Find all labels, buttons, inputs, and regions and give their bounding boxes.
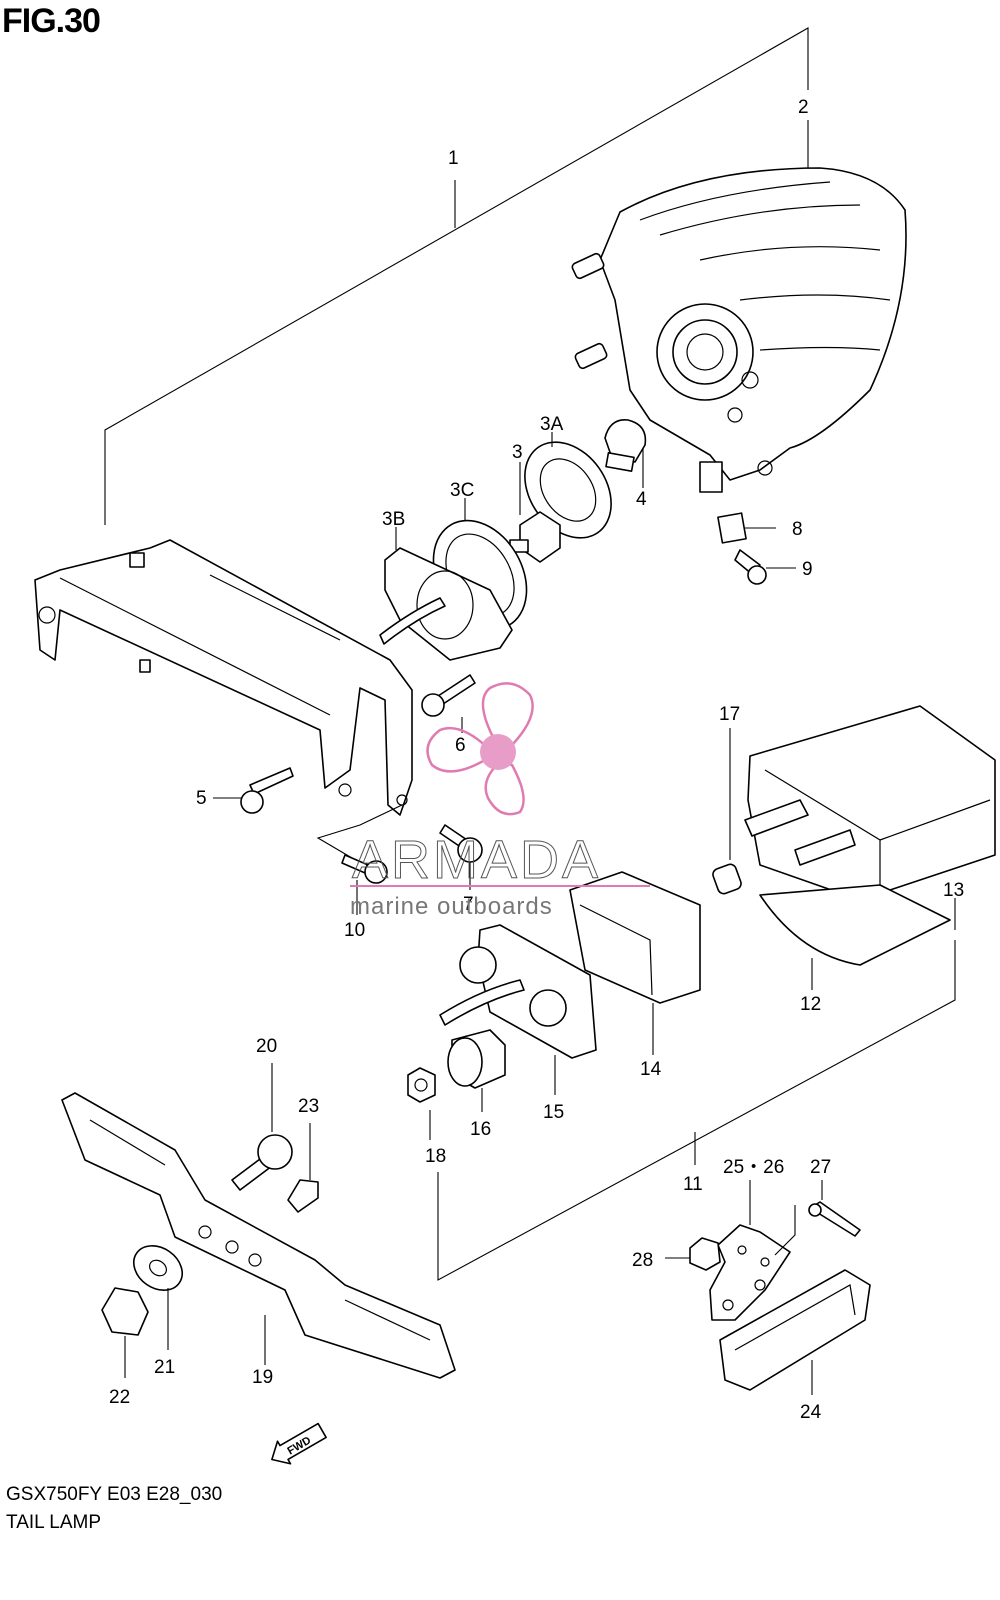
speed-nut-8 [717,512,776,544]
callout-3c: 3C [450,480,474,501]
callout-10: 10 [344,920,365,941]
callout-1: 1 [448,148,459,169]
license-bracket-19 [61,1092,456,1379]
watermark-tagline: marine outboards [350,893,553,920]
watermark-brand: ARMADA [352,830,601,890]
rivet-27 [774,1180,861,1256]
screw-6 [421,674,476,733]
callout-13: 13 [943,880,964,901]
screw-5 [213,767,294,814]
callout-15: 15 [543,1102,564,1123]
callout-16: 16 [470,1119,491,1140]
reflector-bracket-25-26 [709,1180,791,1321]
watermark: ARMADA marine outboards [350,682,650,920]
figure-title: FIG.30 [2,2,101,40]
lens-shade-12 [759,884,951,990]
callout-12: 12 [800,994,821,1015]
callout-20: 20 [256,1036,277,1057]
callout-5: 5 [196,788,207,809]
callout-23: 23 [298,1096,319,1117]
callout-14: 14 [640,1059,662,1080]
group-bracket-11 [437,898,956,1281]
socket-gasket-3a [524,432,612,539]
callout-3: 3 [512,442,523,463]
fwd-label: FWD [285,1434,313,1457]
bolt-20 [231,1063,293,1191]
main-bracket [34,539,413,816]
callout-3b: 3B [382,509,405,530]
callout-6: 6 [455,735,466,756]
collar-16 [447,1029,506,1112]
washer-21 [133,1245,183,1350]
callout-9: 9 [802,559,813,580]
screw-9 [734,549,796,585]
callout-2: 2 [798,97,809,118]
callout-28: 28 [632,1250,653,1271]
callout-3a: 3A [540,414,564,435]
nut-28 [665,1237,721,1271]
tail-lamp-housing [571,167,907,493]
callout-8: 8 [792,519,803,540]
bulb-17 [712,728,742,895]
callout-7: 7 [463,894,474,915]
callout-11: 11 [683,1174,703,1195]
callout-4: 4 [636,489,647,510]
callout-22: 22 [109,1387,130,1408]
callout-27: 27 [810,1157,831,1178]
model-code: GSX750FY E03 E28_030 [6,1484,223,1505]
nut-22 [101,1287,149,1378]
callout-17: 17 [719,704,740,725]
callout-18: 18 [425,1146,446,1167]
gasket-plate-3b [379,527,513,661]
reflector-24 [719,1269,871,1395]
group-bracket-1 [104,27,809,525]
license-lamp-cover-13 [744,705,996,901]
propeller-logo-icon [426,682,534,816]
part-group-name: TAIL LAMP [6,1512,102,1533]
callout-25-26: 25・26 [723,1157,784,1178]
fwd-arrow-icon: FWD [271,1422,327,1465]
callout-21: 21 [154,1357,175,1378]
license-lamp-housing-14 [569,871,701,1055]
bulb [604,419,647,488]
screw-10 [341,854,388,915]
socket-3 [509,462,561,563]
callout-19: 19 [252,1367,273,1388]
nut-18 [407,1067,436,1140]
grommet-23 [287,1123,319,1213]
callout-labels: 1 2 3A 3 4 3C 3B 8 9 6 5 7 10 17 13 12 1… [109,97,964,1423]
lamp-seal-15 [439,924,597,1095]
callout-24: 24 [800,1402,822,1423]
